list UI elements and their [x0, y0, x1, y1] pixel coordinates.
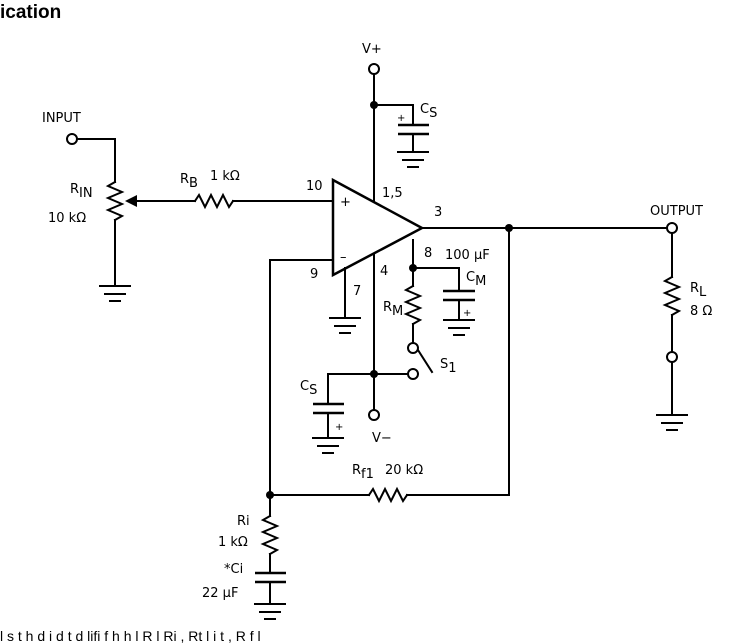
inverting-input-mark: – — [340, 250, 347, 265]
rb-resistor — [193, 192, 235, 210]
output-label: OUTPUT — [650, 204, 703, 219]
rb-label: RB — [180, 172, 198, 191]
op-amp-triangle — [331, 177, 425, 278]
cm-label: CM — [466, 270, 486, 289]
pin-1-5-label: 1,5 — [382, 186, 403, 201]
cs-top-polarity: + — [397, 113, 405, 124]
rl-label: RL — [690, 281, 707, 300]
pin-8-label: 8 — [424, 246, 432, 261]
vplus-label: V+ — [362, 42, 382, 57]
rin-wiper-arrow — [125, 195, 137, 207]
ci-value: 22 μF — [202, 586, 238, 601]
ci-label: *Ci — [224, 562, 243, 577]
rl-value: 8 Ω — [690, 304, 712, 319]
op-amp: + – — [331, 177, 425, 278]
pin-9-label: 9 — [310, 267, 318, 282]
rf1-resistor — [367, 486, 409, 504]
rm-resistor — [403, 284, 423, 326]
s1-switch-blade — [416, 348, 434, 374]
cm-value: 100 μF — [445, 248, 490, 263]
rl-bottom-terminal — [666, 351, 678, 363]
input-label: INPUT — [42, 111, 81, 126]
vminus-terminal — [368, 409, 380, 421]
s1-top-contact — [407, 342, 419, 354]
output-terminal — [666, 222, 678, 234]
cs-top-label: CS — [420, 102, 437, 121]
vplus-terminal — [368, 63, 380, 75]
cs-bottom-label: CS — [300, 379, 317, 398]
ri-label: Ri — [237, 514, 250, 529]
rin-value: 10 kΩ — [48, 211, 86, 226]
pin-4-label: 4 — [380, 264, 388, 279]
s1-label: S1 — [440, 357, 457, 376]
rf1-label: Rf1 — [352, 463, 374, 482]
rin-resistor — [105, 180, 125, 222]
rl-resistor — [662, 275, 682, 317]
rm-label: RM — [383, 300, 403, 319]
s1-bottom-contact — [407, 368, 419, 380]
rb-value: 1 kΩ — [210, 169, 240, 184]
ri-value: 1 kΩ — [218, 535, 248, 550]
cm-polarity: + — [463, 308, 471, 319]
input-terminal — [66, 133, 78, 145]
noninverting-input-mark: + — [340, 195, 351, 210]
section-heading: ication — [0, 2, 62, 23]
cs-bottom-polarity: + — [335, 422, 343, 433]
pin-10-label: 10 — [306, 179, 323, 194]
ri-resistor — [260, 514, 280, 556]
rf1-value: 20 kΩ — [385, 463, 423, 478]
cropped-caption-text: l s t h d i d t d lifi f h h l R l Ri , … — [0, 628, 261, 644]
rin-label: RIN — [70, 182, 93, 201]
pin-7-label: 7 — [353, 284, 361, 299]
vminus-label: V− — [372, 431, 392, 446]
pin-3-label: 3 — [434, 205, 442, 220]
